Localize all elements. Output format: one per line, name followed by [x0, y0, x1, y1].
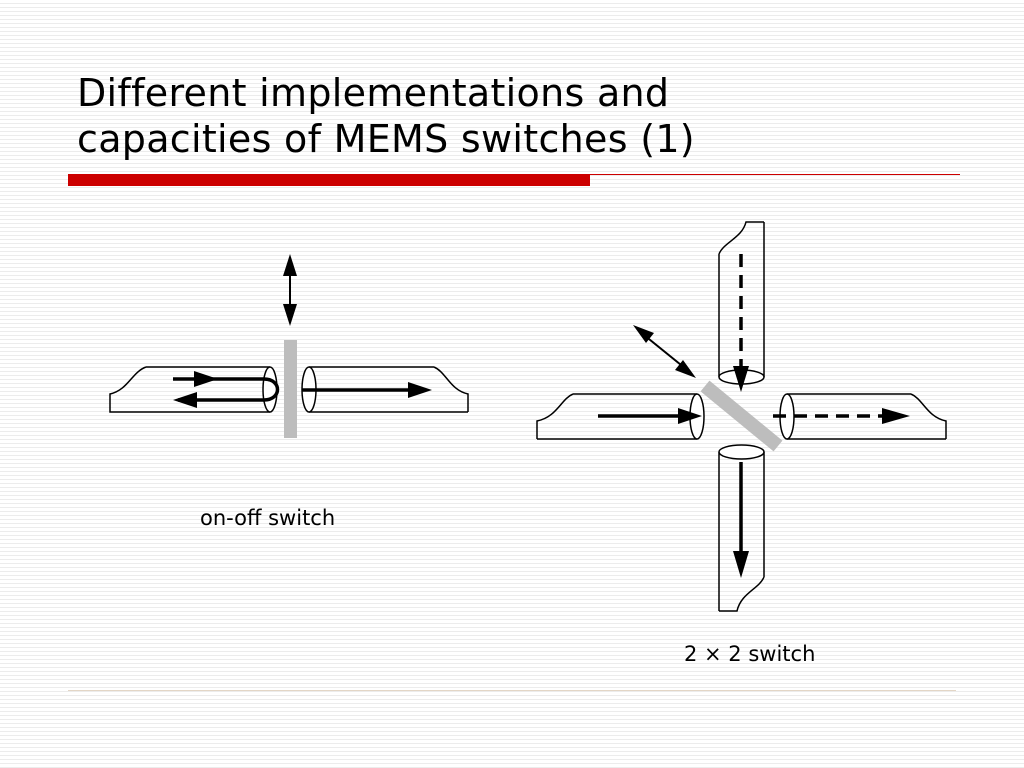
two-by-two-motion-arrow: [643, 334, 687, 370]
on-off-switch-caption: on-off switch: [200, 506, 336, 530]
title-underline-thick: [68, 174, 590, 186]
on-off-right-fiber: [309, 366, 469, 413]
on-off-reflected-beam: [173, 377, 280, 402]
footer-rule: [68, 690, 956, 691]
on-off-output-arrowhead: [408, 382, 432, 398]
title-underline: [68, 174, 960, 188]
title-line-2: capacities of MEMS switches (1): [77, 117, 695, 161]
two-by-two-switch: [536, 221, 947, 612]
two-by-two-switch-caption: 2 × 2 switch: [684, 642, 816, 666]
two-by-two-motion-arrowhead-down: [675, 360, 696, 378]
two-by-two-left-fiber: [536, 393, 697, 440]
on-off-motion-arrowhead-down: [283, 304, 297, 326]
two-by-two-mirror: [700, 380, 783, 452]
slide-title: Different implementations and capacities…: [77, 70, 695, 162]
two-by-two-left-input-arrowhead: [678, 408, 702, 424]
two-by-two-bottom-output-arrowhead: [733, 551, 749, 578]
on-off-left-fiber-end: [262, 366, 278, 413]
title-line-1: Different implementations and: [77, 71, 670, 115]
on-off-left-fiber: [109, 366, 270, 413]
on-off-beam-arrowhead-out: [173, 392, 197, 408]
title-underline-thin: [590, 174, 960, 175]
on-off-mirror: [284, 340, 297, 438]
two-by-two-right-fiber: [787, 393, 947, 440]
two-by-two-motion-arrowhead-up: [633, 325, 654, 343]
two-by-two-right-output-arrowhead: [882, 408, 910, 424]
two-by-two-bottom-fiber-end: [718, 444, 765, 460]
two-by-two-top-fiber: [718, 221, 765, 377]
two-by-two-bottom-fiber: [718, 452, 765, 612]
on-off-motion-arrowhead-up: [283, 254, 297, 276]
two-by-two-top-input-arrowhead: [733, 366, 749, 392]
on-off-beam-arrowhead-in: [194, 371, 218, 387]
on-off-switch: [109, 254, 469, 438]
